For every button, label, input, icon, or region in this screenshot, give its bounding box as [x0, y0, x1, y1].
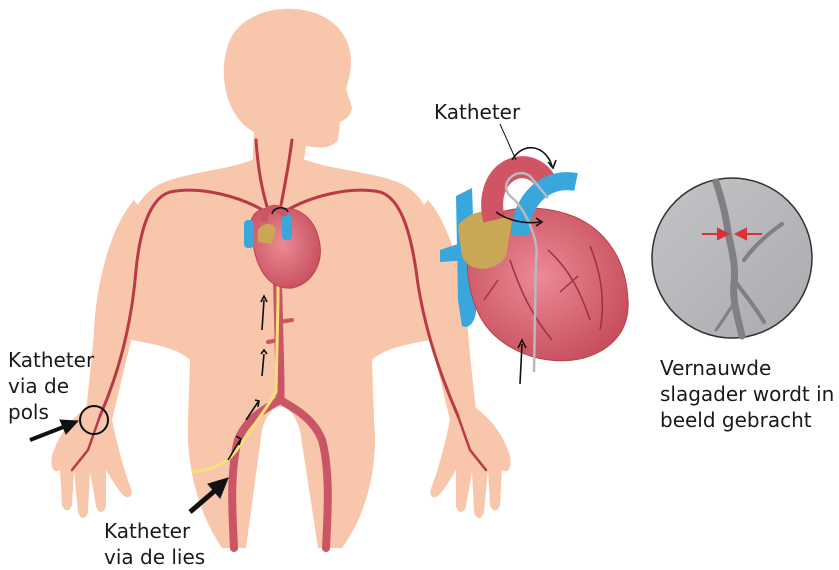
label-narrowed-artery: Vernauwde slagader wordt in beeld gebrac…: [660, 355, 834, 433]
label-catheter-groin: Katheter via de lies: [104, 518, 205, 570]
xray-view: [652, 178, 812, 338]
label-catheter: Katheter: [434, 99, 520, 125]
label-catheter-wrist: Katheter via de pols: [8, 347, 94, 425]
